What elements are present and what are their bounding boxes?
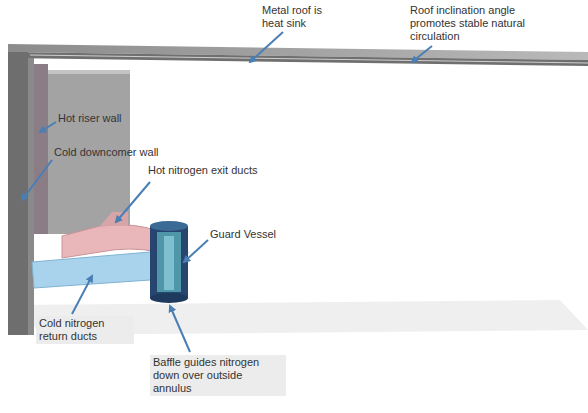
hot-riser-wall [34,64,48,234]
callout-label: Baffle guides nitrogen down over outside… [150,355,286,396]
callout-label: Metal roof is heat sink [262,4,334,30]
callout-label: Cold nitrogen return ducts [36,316,134,344]
cold-downcomer-wall [8,52,28,335]
callout-label: Cold downcomer wall [54,146,164,159]
callout-label: Hot nitrogen exit ducts [148,164,278,177]
hot-exit-ducts [62,225,158,258]
callout-label: Hot riser wall [58,112,148,125]
callout-label: Roof inclination angle promotes stable n… [410,4,550,43]
roof-edge [8,52,588,66]
leader-arrows [22,32,432,352]
guard-vessel [150,226,188,298]
callout-label: Guard Vessel [210,228,290,241]
